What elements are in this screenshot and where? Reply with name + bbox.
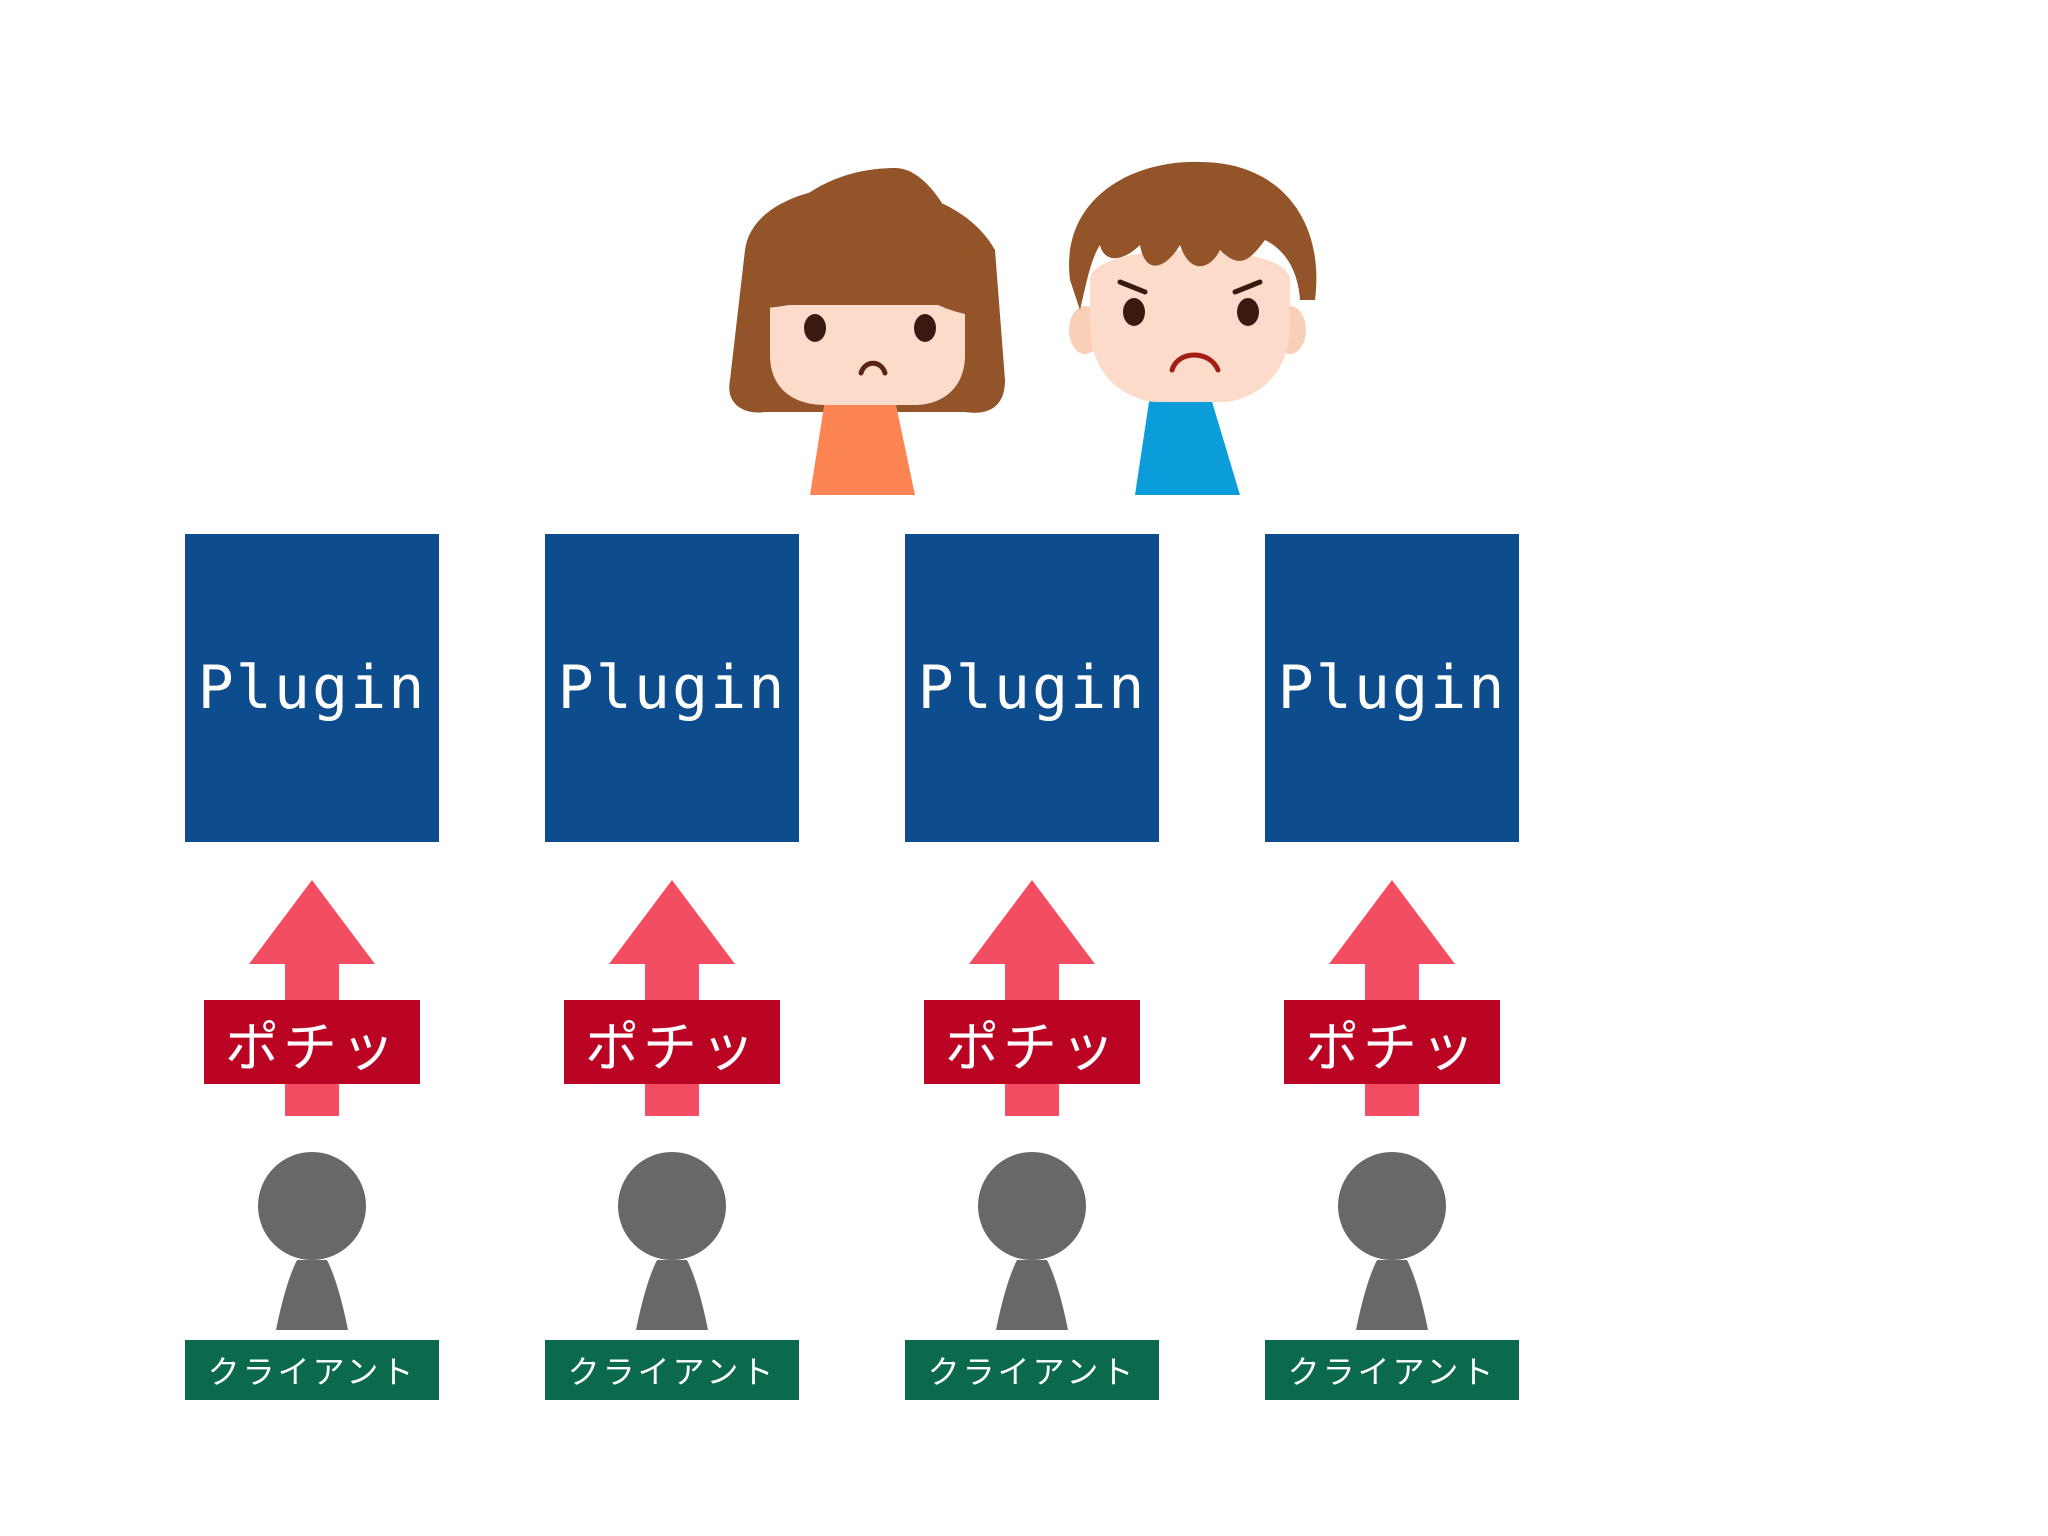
- click-label: ポチッ: [1284, 1000, 1500, 1084]
- click-label: ポチッ: [924, 1000, 1140, 1084]
- plugin-box: Plugin: [545, 534, 799, 842]
- plugin-box: Plugin: [905, 534, 1159, 842]
- click-label: ポチッ: [204, 1000, 420, 1084]
- plugin-label: Plugin: [1278, 653, 1507, 723]
- client-person-icon: [1332, 1150, 1452, 1330]
- client-person-icon: [972, 1150, 1092, 1330]
- plugin-label: Plugin: [558, 653, 787, 723]
- plugin-label: Plugin: [918, 653, 1147, 723]
- client-label: クライアント: [905, 1340, 1159, 1400]
- boy-annoyed-icon: [1050, 150, 1330, 500]
- click-label: ポチッ: [564, 1000, 780, 1084]
- client-label: クライアント: [1265, 1340, 1519, 1400]
- client-person-icon: [252, 1150, 372, 1330]
- girl-worried-icon: [715, 150, 1015, 500]
- plugin-label: Plugin: [198, 653, 427, 723]
- plugin-box: Plugin: [185, 534, 439, 842]
- plugin-box: Plugin: [1265, 534, 1519, 842]
- client-label: クライアント: [185, 1340, 439, 1400]
- client-label: クライアント: [545, 1340, 799, 1400]
- client-person-icon: [612, 1150, 732, 1330]
